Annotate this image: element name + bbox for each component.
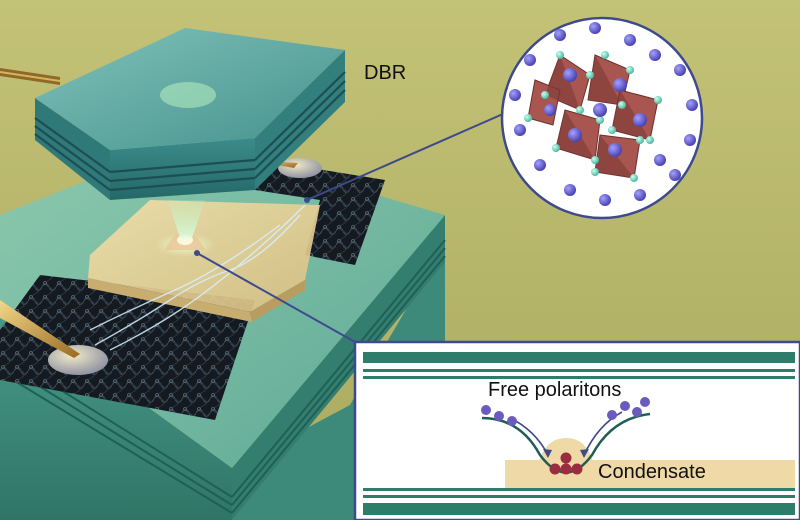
callout-line-inset (196, 252, 356, 343)
cation-atoms (509, 22, 698, 206)
condensate-label: Condensate (598, 461, 706, 483)
condensate-particles (549, 452, 583, 475)
halide-atoms (524, 51, 662, 182)
probe-wire-top (0, 68, 61, 85)
free-polaritons-right (607, 397, 650, 420)
condensate-spot (155, 230, 215, 257)
free-polaritons-left (481, 405, 517, 426)
current-filaments (89, 204, 306, 351)
excitation-beam (168, 200, 205, 238)
top-dbr-mirror (34, 28, 346, 200)
dbr-label: DBR (364, 62, 407, 84)
inset-top-dbr (363, 352, 795, 379)
electrode-left (0, 275, 255, 420)
inset-bottom-dbr (363, 488, 795, 515)
probe-needle-left (0, 300, 80, 358)
crystal-structure-zoom (500, 16, 704, 220)
contact-pad-left (48, 345, 108, 375)
callout-line-crystal (306, 109, 513, 201)
free-polaritons-label: Free polaritons (488, 379, 622, 401)
electrode-right (255, 160, 385, 265)
inset-panel (353, 340, 800, 520)
